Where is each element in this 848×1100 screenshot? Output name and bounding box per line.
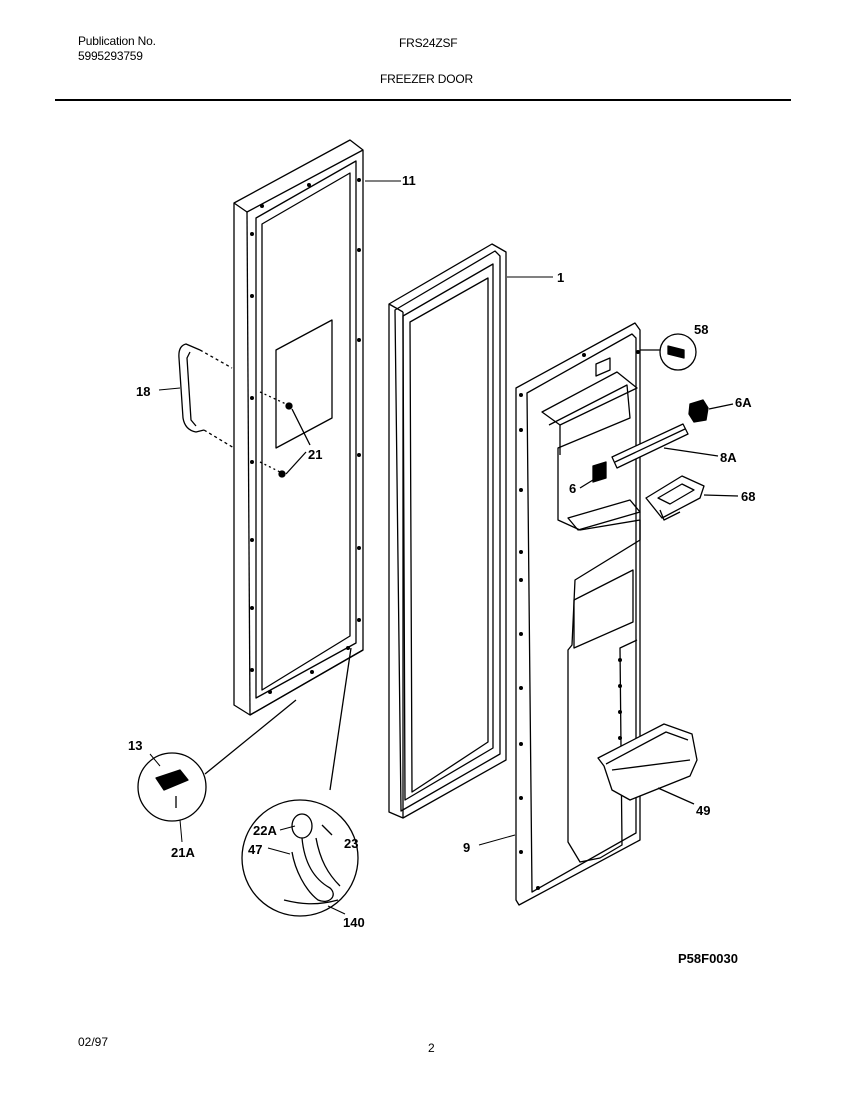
header-rule (55, 99, 791, 101)
callout-9: 9 (463, 840, 470, 855)
callout-21A: 21A (171, 845, 195, 860)
callout-22A: 22A (253, 823, 277, 838)
callout-68: 68 (741, 489, 755, 504)
callout-140: 140 (343, 915, 365, 930)
clip-6A (688, 399, 734, 423)
hinge-detail-circle (137, 699, 297, 822)
callout-6: 6 (569, 481, 576, 496)
ice-bin-49 (597, 723, 698, 805)
callout-47: 47 (248, 842, 262, 857)
part-6 (579, 461, 607, 489)
liner-screw-holes (519, 350, 640, 890)
callout-58: 58 (694, 322, 708, 337)
page-number: 2 (428, 1041, 435, 1055)
callout-13: 13 (128, 738, 142, 753)
section-title: FREEZER DOOR (380, 72, 473, 86)
footer-date: 02/97 (78, 1035, 109, 1049)
actuator-68 (645, 475, 739, 521)
door-outer-panel (233, 139, 364, 716)
door-gasket (388, 243, 507, 819)
callout-18: 18 (136, 384, 150, 399)
dispenser-liner (515, 322, 641, 906)
model-number: FRS24ZSF (399, 36, 458, 50)
callout-1: 1 (557, 270, 564, 285)
callout-21: 21 (308, 447, 322, 462)
handle-screws (259, 391, 311, 478)
callout-6A: 6A (735, 395, 752, 410)
publication-label: Publication No. (78, 34, 156, 48)
figure-code: P58F0030 (678, 951, 738, 966)
door-handle (178, 343, 235, 449)
callout-49: 49 (696, 803, 710, 818)
wiring-detail-circle (241, 647, 359, 917)
callout-11: 11 (402, 173, 416, 188)
screw-detail-58 (640, 333, 697, 371)
callout-8A: 8A (720, 450, 737, 465)
bar-8A (611, 423, 719, 469)
publication-number: 5995293759 (78, 49, 143, 63)
callout-23: 23 (344, 836, 358, 851)
door-frame-screw-holes (250, 178, 361, 694)
